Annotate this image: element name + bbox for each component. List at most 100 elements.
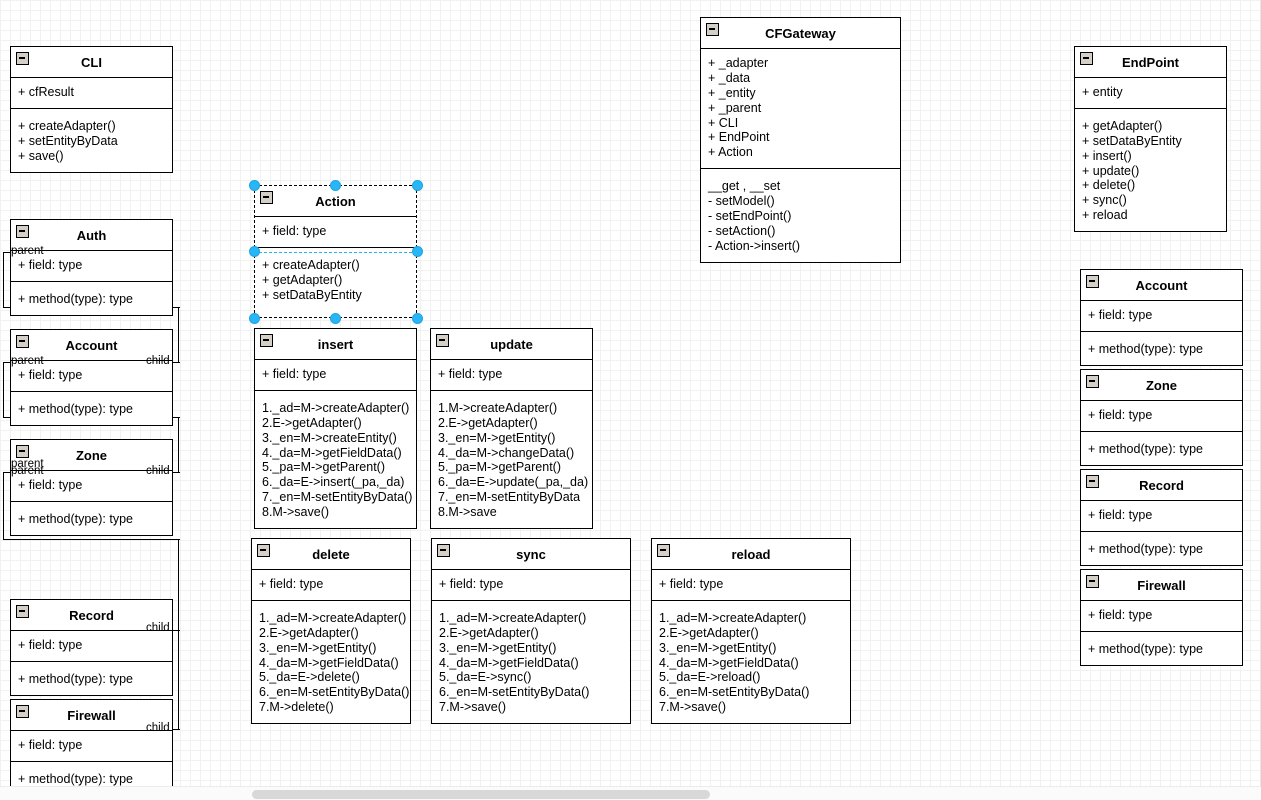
uml-method: + method(type): type [18,401,133,416]
connector-account-zone-in [3,362,15,363]
uml-attribute: + field: type [1088,508,1153,522]
uml-class-cli[interactable]: CLI+ cfResult+ createAdapter()+ setEntit… [10,46,173,173]
connector-account-zone-drop [178,417,179,473]
selection-midline [254,251,417,253]
uml-attributes-section: + cfResult [11,78,172,109]
uml-class-account-left[interactable]: Account+ field: type+ method(type): type [10,329,173,426]
uml-methods-section: __get , __set- setModel()- setEndPoint()… [701,169,900,261]
uml-method: + method(type): type [18,671,133,686]
connector-label-zone-parent-b: parent [11,465,44,477]
collapse-minus-icon[interactable] [1080,52,1093,65]
uml-class-cfgateway[interactable]: CFGateway+ _adapter+ _data+ _entity+ _pa… [700,17,901,263]
uml-class-name: Auth [76,228,107,243]
uml-method: + getAdapter() [1082,118,1163,133]
uml-method: + save() [18,148,64,163]
collapse-minus-icon[interactable] [437,544,450,557]
selection-handle[interactable] [330,179,341,191]
collapse-minus-icon[interactable] [1086,375,1099,388]
selection-handle[interactable] [411,179,423,191]
connector-zone-record-horiz [3,539,180,540]
uml-class-name: Account [65,338,118,353]
uml-class-endpoint[interactable]: EndPoint+ entity+ getAdapter()+ setDataB… [1074,46,1227,232]
selection-handle[interactable] [411,246,423,257]
connector-label-account-child: child [146,355,170,367]
selection-handle[interactable] [248,179,260,191]
uml-class-title-row: Record [11,600,172,631]
uml-class-account-right[interactable]: Account+ field: type+ method(type): type [1080,269,1243,366]
collapse-minus-icon[interactable] [16,335,29,348]
uml-method: 5._da=E->delete() [259,670,360,685]
uml-class-firewall-right[interactable]: Firewall+ field: type+ method(type): typ… [1080,569,1243,666]
horizontal-scrollbar-thumb[interactable] [252,790,710,799]
uml-class-firewall-left[interactable]: Firewall+ field: type+ method(type): typ… [10,699,173,796]
uml-method: - setAction() [708,223,776,238]
uml-class-record-left[interactable]: Record + field: type + method(type): type [10,599,173,696]
collapse-minus-icon[interactable] [1086,475,1099,488]
collapse-minus-icon[interactable] [1086,275,1099,288]
uml-method: + setDataByEntity [262,287,362,302]
uml-class-zone-right[interactable]: Zone+ field: type+ method(type): type [1080,369,1243,466]
uml-class-name: reload [731,547,771,562]
uml-attributes-section: + field: type [255,217,416,248]
uml-attribute: + field: type [262,224,327,238]
uml-attribute: + field: type [262,367,327,381]
collapse-minus-icon[interactable] [706,23,719,36]
uml-methods-section: 1._ad=M->createAdapter()2.E->getAdapter(… [255,391,416,528]
uml-method: + getAdapter() [262,272,343,287]
uml-methods-section: + method(type): type [1081,432,1242,465]
collapse-minus-icon[interactable] [260,334,273,347]
uml-class-title-row: Firewall [1081,570,1242,601]
uml-attributes-section: + field: type [11,631,172,662]
uml-method: + delete() [1082,178,1136,193]
uml-class-title-row: Firewall [11,700,172,731]
collapse-minus-icon[interactable] [16,52,29,65]
uml-method: 1._ad=M->createAdapter() [262,400,410,415]
uml-class-name: Account [1135,278,1188,293]
collapse-minus-icon[interactable] [16,605,29,618]
uml-methods-section: + method(type): type [11,502,172,535]
uml-methods-section: 1._ad=M->createAdapter()2.E->getAdapter(… [652,601,850,723]
collapse-minus-icon[interactable] [257,544,270,557]
selection-handle[interactable] [330,312,341,324]
collapse-minus-icon[interactable] [16,705,29,718]
uml-class-title-row: Zone [11,440,172,471]
uml-attribute: + field: type [438,367,503,381]
selection-handle[interactable] [411,312,423,324]
collapse-minus-icon[interactable] [436,334,449,347]
uml-attribute: + field: type [18,638,83,652]
selection-handle[interactable] [248,312,260,324]
connector-auth-account [3,252,15,253]
connector-zone-firewall-out [168,729,180,730]
uml-method: + method(type): type [1088,541,1203,556]
horizontal-scrollbar[interactable] [0,786,1261,800]
selection-handle[interactable] [248,246,260,257]
collapse-minus-icon[interactable] [1086,575,1099,588]
uml-class-title-row: Zone [1081,370,1242,401]
uml-attributes-section: + field: type [252,570,410,601]
uml-attributes-section: + field: type [1081,501,1242,532]
uml-methods-section: + method(type): type [11,762,172,795]
collapse-minus-icon[interactable] [16,225,29,238]
uml-method: 7._en=M-setEntityByData() [262,490,413,505]
uml-method: 5._da=E->sync() [439,670,532,685]
connector-label-zone-parent-a: parent [11,458,44,470]
uml-class-auth[interactable]: Auth+ field: type+ method(type): type [10,219,173,316]
uml-method: + sync() [1082,193,1127,208]
uml-class-record-right[interactable]: Record+ field: type+ method(type): type [1080,469,1243,566]
uml-methods-section: 1._ad=M->createAdapter()2.E->getAdapter(… [432,601,630,723]
uml-class-name: Zone [75,448,108,463]
uml-attributes-section: + field: type [431,360,592,391]
collapse-minus-icon[interactable] [16,445,29,458]
connector-label-zone-child: child [146,465,170,477]
uml-attributes-section: + entity [1075,78,1226,109]
uml-class-zone-left[interactable]: Zone+ field: type+ method(type): type [10,439,173,536]
uml-method: 1._ad=M->createAdapter() [439,610,587,625]
collapse-minus-icon[interactable] [260,191,273,204]
collapse-minus-icon[interactable] [657,544,670,557]
